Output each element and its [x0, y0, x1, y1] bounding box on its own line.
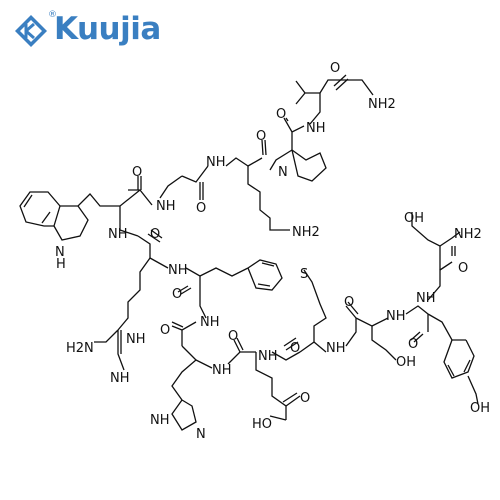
brand-logo: ® Kuujia — [10, 10, 161, 50]
atom-nh-phe: NH — [200, 315, 220, 330]
atom-nh-val: NH — [306, 121, 326, 136]
atom-nh-imid: NH — [150, 413, 170, 428]
registered-mark: ® — [48, 10, 57, 20]
atom-nh-his: NH — [212, 363, 232, 378]
atom-o-arg: O — [150, 227, 160, 242]
atom-o-pro: O — [276, 107, 286, 122]
atom-oh-ser2: OH — [404, 211, 424, 226]
atom-o-glu: O — [228, 329, 238, 344]
atom-nh2-val: NH2 — [368, 97, 396, 112]
atom-nh-ser: NH — [386, 309, 406, 324]
atom-nh-guan-imine: NH — [110, 371, 130, 386]
atom-nh-guan: NH — [126, 332, 146, 347]
atom-o-ser: O — [344, 295, 354, 310]
atom-nh-arg: NH — [168, 263, 188, 278]
atom-o-tyr: O — [408, 337, 418, 352]
atom-o-gly: O — [196, 201, 206, 216]
atom-n-pro: N — [278, 165, 288, 180]
atom-oh-ser: OH — [396, 355, 416, 370]
atom-nh2-lys: NH2 — [292, 225, 320, 240]
atom-nh-trp: NH — [108, 227, 128, 242]
atom-nh-gly: NH — [156, 199, 176, 214]
atom-h2n-guan: H2N — [66, 341, 94, 356]
bond-lines — [19, 74, 479, 431]
atom-ho-glu: HO — [252, 417, 272, 432]
atom-n-indole: N — [55, 245, 65, 260]
brand-name: Kuujia — [54, 11, 161, 47]
atom-o-met: O — [290, 341, 300, 356]
atom-s-met: S — [300, 267, 308, 282]
atom-o-ser2: O — [458, 261, 468, 276]
atom-o-val-amide: O — [330, 61, 340, 76]
atom-n-imid: N — [196, 427, 206, 442]
atom-o-lys: O — [256, 129, 266, 144]
atom-o-glu-acid: O — [300, 391, 310, 406]
atom-nh-met: NH — [326, 341, 346, 356]
atom-nh-glu: NH — [258, 349, 278, 364]
atom-h-indole: H — [56, 257, 66, 272]
atom-nh-tyr: NH — [416, 291, 436, 306]
atom-o-his: O — [160, 323, 170, 338]
atom-nh2-ser2: NH2 — [454, 227, 482, 242]
atom-o-phe: O — [172, 287, 182, 302]
kuujia-logo-icon — [15, 15, 47, 47]
atom-oh-tyr: OH — [470, 401, 490, 416]
atom-o-trp: O — [132, 165, 142, 180]
atom-nh-lys: NH — [206, 155, 226, 170]
